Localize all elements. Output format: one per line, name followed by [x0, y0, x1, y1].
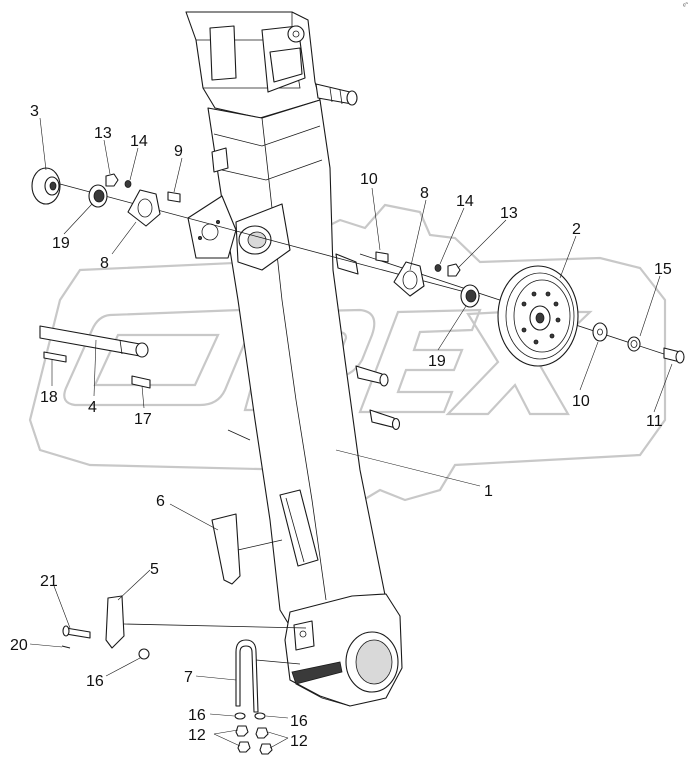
corner-mark: ᵉ˜ [683, 3, 689, 10]
callout-1: 1 [484, 483, 493, 500]
callout-10-right: 10 [360, 171, 378, 188]
part-10-bolt-right [375, 251, 389, 263]
callout-19-left: 19 [52, 235, 70, 252]
part-6-plate [211, 513, 241, 585]
part-8-flange-left [127, 189, 161, 227]
leader-lines [29, 117, 673, 749]
watermark-letter-o [63, 308, 253, 407]
callout-6: 6 [156, 493, 165, 510]
callout-12-left: 12 [188, 727, 206, 744]
callout-12-right: 12 [290, 733, 308, 750]
part-16-washer-b [254, 712, 266, 720]
callout-16-mid: 16 [188, 707, 206, 724]
part-13-nut-left [105, 173, 119, 187]
callout-14-left: 14 [130, 133, 148, 150]
callout-8-right: 8 [420, 185, 429, 202]
callout-16-right: 16 [290, 713, 308, 730]
part-20-cotter [61, 645, 71, 649]
callout-labels: 3 13 14 9 19 8 10 8 14 13 2 15 19 10 11 … [10, 103, 672, 750]
part-13-nut-right [447, 263, 461, 277]
left-mount-flange [187, 195, 237, 259]
callout-18: 18 [40, 389, 58, 406]
callout-2: 2 [572, 221, 581, 238]
part-12-nut-a [235, 725, 249, 737]
callout-5: 5 [150, 561, 159, 578]
part-17-clip [131, 375, 151, 389]
part-7-u-bolt [235, 639, 259, 713]
callout-21: 21 [40, 573, 58, 590]
watermark-gear [28, 203, 667, 507]
callout-19-right: 19 [428, 353, 446, 370]
callout-9: 10 [572, 393, 590, 410]
lower-parts [61, 513, 307, 755]
part-9-washer [592, 322, 608, 342]
callout-14-right: 14 [456, 193, 474, 210]
part-16-washer-a [234, 712, 246, 720]
part-15-bushing [627, 336, 641, 352]
callout-8-left: 8 [100, 255, 109, 272]
callout-11: 11 [646, 413, 663, 430]
boom-top-slot [209, 25, 237, 81]
callout-7: 7 [184, 669, 193, 686]
callout-13-left: 13 [94, 125, 112, 142]
right-assembly [359, 251, 685, 367]
top-shaft [315, 83, 353, 105]
boom-body [185, 11, 403, 707]
part-10-bolt-left [167, 191, 181, 203]
callout-16-left: 16 [86, 673, 104, 690]
callout-15: 15 [654, 261, 672, 278]
part-21-pin [65, 627, 91, 639]
part-12-nut-d [259, 743, 273, 755]
part-12-nut-b [237, 741, 251, 753]
callout-4: 4 [88, 399, 97, 416]
watermark-letter-e [358, 308, 482, 414]
part-14-washer-left [124, 180, 132, 188]
part-5-bracket [105, 595, 125, 649]
part-12-nut-c [255, 727, 269, 739]
part-8-flange-right [393, 261, 425, 297]
callout-17: 17 [134, 411, 152, 428]
callout-20: 20 [10, 637, 28, 654]
part-16-washer-left [138, 648, 150, 660]
callout-3: 3 [30, 103, 39, 120]
part-18-clip [43, 351, 67, 363]
part-14-washer-right [434, 264, 442, 272]
callout-13-right: 13 [500, 205, 518, 222]
part-4-rod [39, 325, 141, 357]
callout-10-left: 9 [174, 143, 183, 160]
left-assembly [31, 167, 481, 389]
